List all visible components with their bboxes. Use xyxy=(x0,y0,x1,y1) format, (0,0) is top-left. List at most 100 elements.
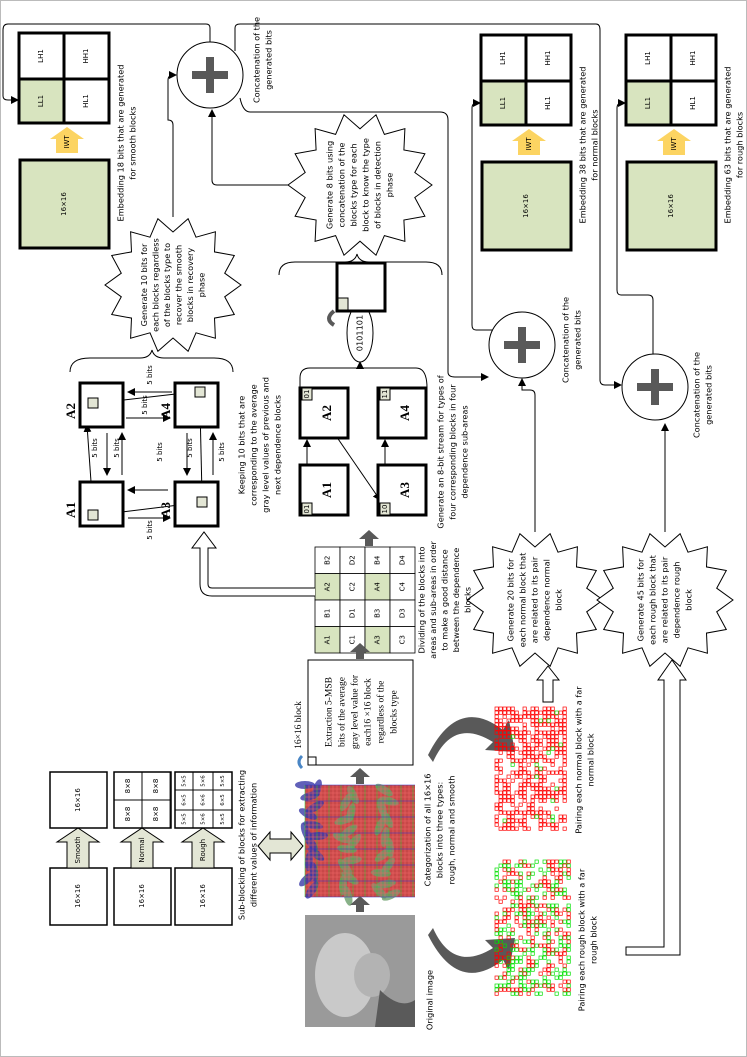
grid-cell-label: D1 xyxy=(349,608,357,618)
map-block xyxy=(518,899,523,904)
block-16x16-marker xyxy=(307,756,317,766)
map-block xyxy=(538,915,543,920)
map-block xyxy=(494,774,499,779)
map-block xyxy=(534,790,539,795)
pairing-rough-caption: Pairing each rough block with a far xyxy=(577,868,587,1011)
outline-arrow xyxy=(625,659,687,956)
map-block xyxy=(562,778,567,783)
map-block xyxy=(542,754,547,759)
map-block xyxy=(554,951,559,956)
map-block xyxy=(550,826,555,831)
map-block xyxy=(510,750,515,755)
sub-block-label: 8×8 xyxy=(124,807,132,822)
sub-block-marker xyxy=(196,496,208,508)
map-block xyxy=(546,915,551,920)
map-block xyxy=(514,975,519,980)
map-block xyxy=(562,907,567,912)
map-block xyxy=(498,806,503,811)
sub-block-label: 8×8 xyxy=(152,779,160,794)
map-block xyxy=(502,818,507,823)
map-block xyxy=(522,794,527,799)
map-block xyxy=(546,883,551,888)
grid-cell-label: C4 xyxy=(399,582,407,592)
image-block-16x16 xyxy=(18,158,111,250)
map-block xyxy=(530,710,535,715)
block-type-label: Rough xyxy=(199,839,207,861)
grid-cell-label: B2 xyxy=(324,556,332,565)
map-block xyxy=(498,826,503,831)
map-block xyxy=(506,923,511,928)
connector-line xyxy=(208,109,288,186)
map-block xyxy=(530,919,535,924)
map-block xyxy=(506,951,511,956)
map-block xyxy=(502,875,507,880)
map-block xyxy=(494,959,499,964)
map-block xyxy=(494,706,499,711)
map-block xyxy=(514,810,519,815)
sub-block-label: 6×6 xyxy=(201,794,207,806)
blocked-image xyxy=(295,779,415,906)
map-block xyxy=(510,991,515,996)
grid-cell xyxy=(364,573,391,601)
map-block xyxy=(550,758,555,763)
rough-blocks-map xyxy=(494,859,571,996)
map-block xyxy=(506,971,511,976)
original-image xyxy=(305,915,415,1027)
input-block xyxy=(49,867,108,926)
map-block xyxy=(542,875,547,880)
map-block xyxy=(562,963,567,968)
categorization-caption: Categorization of all 16×16 xyxy=(423,774,433,887)
map-block xyxy=(554,722,559,727)
map-block xyxy=(526,959,531,964)
input-block xyxy=(113,867,172,926)
bits-label: 5 bits xyxy=(146,365,154,385)
map-block xyxy=(522,971,527,976)
map-block xyxy=(526,782,531,787)
map-block xyxy=(566,859,571,864)
map-block xyxy=(534,895,539,900)
map-block xyxy=(494,766,499,771)
map-block xyxy=(554,826,559,831)
categorization-caption: rough, normal and smooth xyxy=(447,776,457,885)
map-block xyxy=(546,863,551,868)
map-block xyxy=(542,786,547,791)
map-block xyxy=(502,810,507,815)
texture-patch xyxy=(307,846,325,862)
map-block xyxy=(542,790,547,795)
map-block xyxy=(542,883,547,888)
map-block xyxy=(538,718,543,723)
map-block xyxy=(498,722,503,727)
map-block xyxy=(502,927,507,932)
map-block xyxy=(510,802,515,807)
map-block xyxy=(550,971,555,976)
map-block xyxy=(530,871,535,876)
map-block xyxy=(494,931,499,936)
map-block xyxy=(566,919,571,924)
map-block xyxy=(518,923,523,928)
map-block xyxy=(530,987,535,992)
map-block xyxy=(506,814,511,819)
map-block xyxy=(514,991,519,996)
map-block xyxy=(562,714,567,719)
map-block xyxy=(522,814,527,819)
map-block xyxy=(562,863,567,868)
map-block xyxy=(498,879,503,884)
map-block xyxy=(542,935,547,940)
map-block xyxy=(562,754,567,759)
map-block xyxy=(562,758,567,763)
block-type-label: Smooth xyxy=(74,836,82,863)
area-block-a1 xyxy=(78,480,125,528)
starburst-10bits-text: blocks in recovery xyxy=(185,248,195,323)
map-block xyxy=(558,959,563,964)
map-block xyxy=(506,746,511,751)
map-block xyxy=(502,794,507,799)
grid-cell-label: B1 xyxy=(324,609,332,618)
map-block xyxy=(554,967,559,972)
starburst-20bits-text: dependence normal xyxy=(542,559,552,641)
map-block xyxy=(510,814,515,819)
starburst-10bits-text: phase xyxy=(196,273,206,298)
map-block xyxy=(550,987,555,992)
map-block xyxy=(558,971,563,976)
map-block xyxy=(558,919,563,924)
map-block xyxy=(522,730,527,735)
